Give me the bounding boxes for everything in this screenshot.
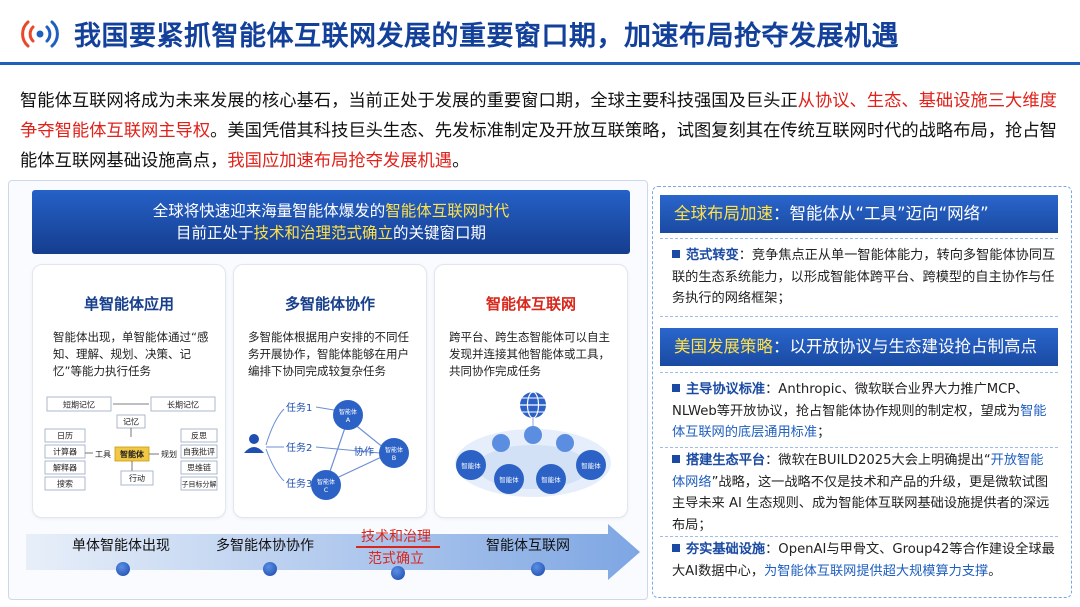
svg-text:C: C [324,486,329,494]
ecosystem-platform-item: 搭建生态平台：微软在BUILD2025大会上明确提出“开放智能体网络”战略，这一… [672,453,1050,533]
svg-text:智能体: 智能体 [499,475,519,484]
intro-text: 。美国凭借其科技巨头生态、先发标准制定及开放互联策略，试图复刻其在传统互联网时代… [20,121,1057,171]
card-text: 多智能体根据用户安排的不同任务开展协作，智能体能够在用户编排下协同完成较复杂任务 [248,330,409,378]
bullet-icon [672,250,680,258]
agent-node-a: 智能体 A [333,400,363,430]
global-layout-header: 全球布局加速：智能体从“工具”迈向“网络” [660,195,1058,233]
card-single-agent: 单智能体应用 智能体出现，单智能体通过“感知、理解、规划、决策、记忆”等能力执行… [32,264,226,518]
paradigm-shift-item: 范式转变：竞争焦点正从单一智能体能力，转向多智能体协同互联的生态系统能力，以形成… [672,248,1056,306]
card-title: 多智能体协作 [284,295,375,313]
agent-node: 智能体 [494,464,524,494]
svg-text:智能体: 智能体 [581,461,601,470]
card-title: 单智能体应用 [83,295,174,313]
plan-list: 反思 自我批评 思维链 子目标分解 [180,428,218,491]
svg-text:智能体: 智能体 [461,461,481,470]
bullet-icon [672,384,680,392]
tool-label: 工具 [95,450,111,459]
protocol-standard-item: 主导协议标准：Anthropic、微软联合业界大力推广MCP、NLWeb等开放协… [672,382,1047,440]
era-banner: 全球将快速迎来海量智能体爆发的智能体互联网时代 目前正处于技术和治理范式确立的关… [32,190,630,254]
globe-icon [520,391,546,419]
timeline-arrow [26,524,640,580]
banner-line-2: 目前正处于技术和治理范式确立的关键窗口期 [175,224,487,242]
agent-node: 智能体 [456,450,486,480]
agent-label: 智能体 [120,449,145,459]
intro-paragraph: 智能体互联网将成为未来发展的核心基石，当前正处于发展的重要窗口期，全球主要科技强… [20,86,1070,176]
intro-text: 智能体互联网将成为未来发展的核心基石，当前正处于发展的重要窗口期，全球主要科技强… [20,91,798,111]
intro-text: 。 [452,151,470,171]
timeline-dot [116,562,130,576]
agent-node-c: 智能体 C [311,470,341,500]
infrastructure-item: 夯实基础设施：OpenAI与甲骨文、Group42等合作建设全球最大AI数据中心… [672,542,1055,579]
timeline-stage-3b: 范式确立 [368,551,424,567]
svg-text:搜索: 搜索 [57,479,73,489]
card-multi-agent: 多智能体协作 多智能体根据用户安排的不同任务开展协作，智能体能够在用户编排下协同… [233,264,427,518]
svg-text:B: B [392,454,396,462]
svg-text:计算器: 计算器 [53,447,77,457]
timeline-stage-1: 单体智能体出现 [72,538,170,554]
divider [660,447,1058,448]
page-title: 我国要紧抓智能体互联网发展的重要窗口期，加速布局抢夺发展机遇 [74,21,899,52]
svg-text:子目标分解: 子目标分解 [182,480,217,489]
card-agent-internet: 智能体互联网 跨平台、跨生态智能体可以自主发现并连接其他智能体或工具，共同协作完… [434,264,628,518]
short-memory-label: 短期记忆 [63,400,95,410]
us-strategy-header: 美国发展策略：以开放协议与生态建设抢占制高点 [660,328,1058,366]
svg-text:智能体: 智能体 [541,475,561,484]
svg-text:日历: 日历 [57,432,73,441]
task-label: 任务1 [286,401,312,414]
tool-list: 日历 计算器 解释器 搜索 [44,428,86,491]
card-text: 跨平台、跨生态智能体可以自主发现并连接其他智能体或工具，共同协作完成任务 [449,330,610,378]
divider [660,238,1058,239]
divider [660,536,1058,537]
memory-label: 记忆 [123,417,139,427]
svg-text:解释器: 解释器 [53,463,77,473]
svg-text:反思: 反思 [191,431,207,441]
multi-agent-diagram: 任务1 任务2 任务3 协作 智能体 A 智能体 B 智能体 C [244,400,409,500]
intro-highlight: 从协议、生态、基础设施三大维度争夺智能体互联网主导权 [20,91,1057,141]
agent-node: 智能体 [536,464,566,494]
timeline-divider [356,546,440,548]
svg-text:自我批评: 自我批评 [183,447,215,457]
timeline-dot [531,562,545,576]
divider [660,372,1058,373]
card-text: 智能体出现，单智能体通过“感知、理解、规划、决策、记忆”等能力执行任务 [53,330,209,378]
user-icon [244,434,264,453]
agent-node-b: 智能体 B [379,438,409,468]
long-memory-label: 长期记忆 [167,400,199,410]
svg-text:智能体: 智能体 [317,478,335,486]
plan-label: 规划 [161,449,177,459]
timeline-stage-2: 多智能体协协作 [216,538,314,554]
agent-internet-diagram: 智能体 智能体 智能体 智能体 [455,391,611,497]
action-label: 行动 [129,473,145,483]
strategy-panel [652,186,1072,598]
timeline-dot [391,566,405,580]
timeline-dot [263,562,277,576]
divider [660,316,1058,317]
svg-text:A: A [346,416,351,424]
svg-text:思维链: 思维链 [187,463,211,473]
intro-highlight: 我国应加速布局抢夺发展机遇 [227,151,453,171]
signal-icon [21,20,59,48]
bullet-icon [672,544,680,552]
timeline-stage-4: 智能体互联网 [486,538,570,554]
single-agent-diagram: 短期记忆 长期记忆 记忆 日历 计算器 解释器 搜索 工具 智能体 规划 反思 … [44,396,218,491]
task-label: 任务3 [286,477,312,490]
task-label: 任务2 [286,441,312,454]
collab-label: 协作 [354,445,374,458]
bullet-icon [672,455,680,463]
header-divider [0,62,1080,65]
agent-node: 智能体 [576,450,606,480]
svg-text:智能体: 智能体 [339,408,357,416]
card-title: 智能体互联网 [485,295,576,313]
svg-text:智能体: 智能体 [385,446,403,454]
timeline-stage-3a: 技术和治理 [361,529,431,545]
banner-line-1: 全球将快速迎来海量智能体爆发的智能体互联网时代 [152,202,510,220]
